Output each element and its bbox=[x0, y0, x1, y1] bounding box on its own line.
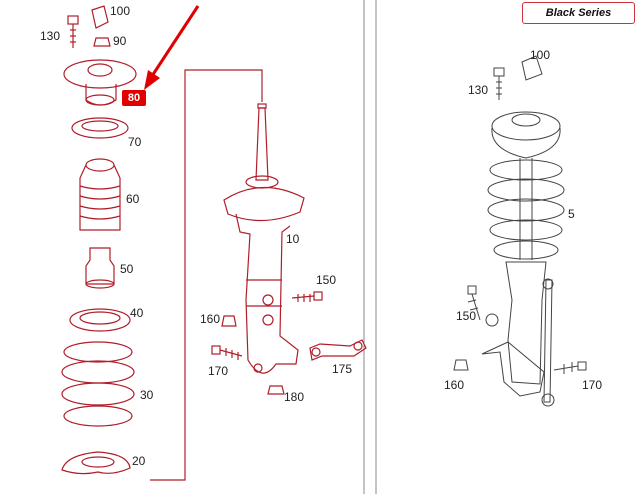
label-part-70[interactable]: 70 bbox=[128, 135, 142, 149]
label-part-130[interactable]: 130 bbox=[40, 29, 61, 43]
label-part-60[interactable]: 60 bbox=[126, 192, 140, 206]
label-part-50[interactable]: 50 bbox=[120, 262, 134, 276]
bearing-70 bbox=[71, 117, 129, 139]
label-part-10[interactable]: 10 bbox=[286, 232, 300, 246]
spring-seat-40 bbox=[69, 308, 131, 332]
label-part-40[interactable]: 40 bbox=[130, 306, 144, 320]
left-parts-stack bbox=[61, 5, 137, 475]
label-part-160[interactable]: 160 bbox=[200, 312, 221, 326]
label-part-180[interactable]: 180 bbox=[284, 390, 305, 404]
coil-spring-30 bbox=[61, 341, 135, 427]
lower-seat-20 bbox=[61, 451, 131, 475]
label-right-part-160[interactable]: 160 bbox=[444, 378, 465, 392]
cap-100 bbox=[91, 5, 109, 29]
frame-lines bbox=[363, 0, 377, 494]
bolt-130 bbox=[67, 15, 79, 48]
bolt-130-right bbox=[493, 67, 505, 100]
label-part-170[interactable]: 170 bbox=[208, 364, 229, 378]
bump-stop-50 bbox=[85, 247, 115, 289]
right-assembly-5 bbox=[453, 55, 587, 407]
label-right-part-170[interactable]: 170 bbox=[582, 378, 603, 392]
nut-90 bbox=[93, 37, 111, 47]
label-right-part-5[interactable]: 5 bbox=[568, 207, 575, 221]
label-right-part-100[interactable]: 100 bbox=[530, 48, 551, 62]
strut-mount-80 bbox=[63, 59, 137, 106]
callout-arrow bbox=[144, 5, 200, 90]
series-badge: Black Series bbox=[522, 2, 635, 24]
label-right-part-130[interactable]: 130 bbox=[468, 83, 489, 97]
center-strut-10 bbox=[223, 103, 305, 374]
label-part-175[interactable]: 175 bbox=[332, 362, 353, 376]
dust-boot-60 bbox=[79, 158, 121, 231]
highlighted-part-80[interactable]: 80 bbox=[122, 90, 146, 106]
label-part-20[interactable]: 20 bbox=[132, 454, 146, 468]
label-right-part-150[interactable]: 150 bbox=[456, 309, 477, 323]
label-part-90[interactable]: 90 bbox=[113, 34, 127, 48]
label-part-150[interactable]: 150 bbox=[316, 273, 337, 287]
assembly-leader-line bbox=[150, 69, 263, 481]
center-hardware bbox=[211, 291, 367, 395]
label-part-100[interactable]: 100 bbox=[110, 4, 131, 18]
cap-100-right bbox=[521, 55, 543, 81]
label-part-30[interactable]: 30 bbox=[140, 388, 154, 402]
